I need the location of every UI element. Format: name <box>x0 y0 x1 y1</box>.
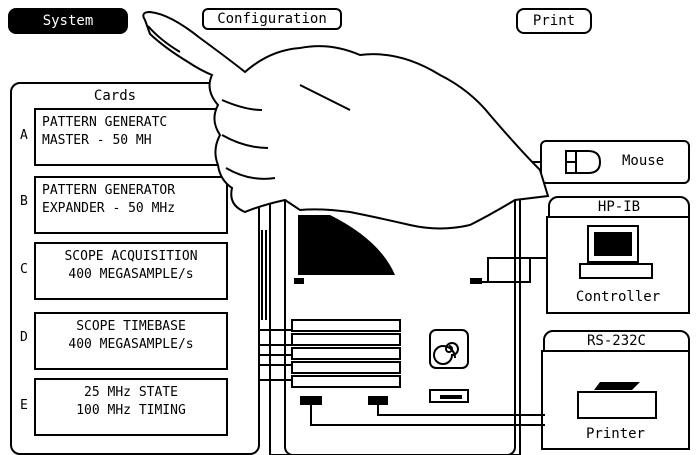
cards-panel-title: Cards <box>93 88 137 104</box>
card-e[interactable]: 25 MHz STATE 100 MHz TIMING <box>34 378 228 436</box>
card-b-line2: EXPANDER - 50 MHz <box>42 201 176 216</box>
mouse-box[interactable] <box>540 140 690 184</box>
card-d[interactable]: SCOPE TIMEBASE 400 MEGASAMPLE/s <box>34 312 228 370</box>
mouse-label: Mouse <box>622 153 665 169</box>
card-c-line2: 400 MEGASAMPLE/s <box>68 267 194 282</box>
card-d-line1: SCOPE TIMEBASE <box>76 319 186 334</box>
printer-box[interactable] <box>541 350 690 450</box>
controller-label: Controller <box>575 289 661 305</box>
card-b-line1: PATTERN GENERATOR <box>42 183 176 198</box>
card-d-line2: 400 MEGASAMPLE/s <box>68 337 194 352</box>
printer-label: Printer <box>585 426 645 442</box>
card-a-line2: MASTER - 50 MH <box>42 133 152 148</box>
card-slot-letter-c: C <box>20 262 28 277</box>
system-button[interactable]: System <box>8 8 128 34</box>
card-e-line2: 100 MHz TIMING <box>76 403 186 418</box>
card-a-line1: PATTERN GENERATC <box>42 115 168 130</box>
card-slot-letter-e: E <box>20 398 28 413</box>
card-c-line1: SCOPE ACQUISITION <box>64 249 198 264</box>
print-button[interactable]: Print <box>516 8 592 34</box>
card-slot-letter-d: D <box>20 330 28 345</box>
card-b[interactable]: PATTERN GENERATOR EXPANDER - 50 MHz <box>34 176 228 234</box>
controller-box[interactable] <box>546 216 690 314</box>
card-slot-letter-a: A <box>20 128 28 143</box>
configuration-button[interactable]: Configuration <box>202 8 342 30</box>
card-slot-letter-b: B <box>20 194 28 209</box>
card-e-line1: 25 MHz STATE <box>84 385 178 400</box>
rs232-header: RS-232C <box>543 330 690 352</box>
hpib-header: HP-IB <box>548 196 690 218</box>
card-c[interactable]: SCOPE ACQUISITION 400 MEGASAMPLE/s <box>34 242 228 300</box>
card-a[interactable]: PATTERN GENERATC MASTER - 50 MH <box>34 108 228 166</box>
